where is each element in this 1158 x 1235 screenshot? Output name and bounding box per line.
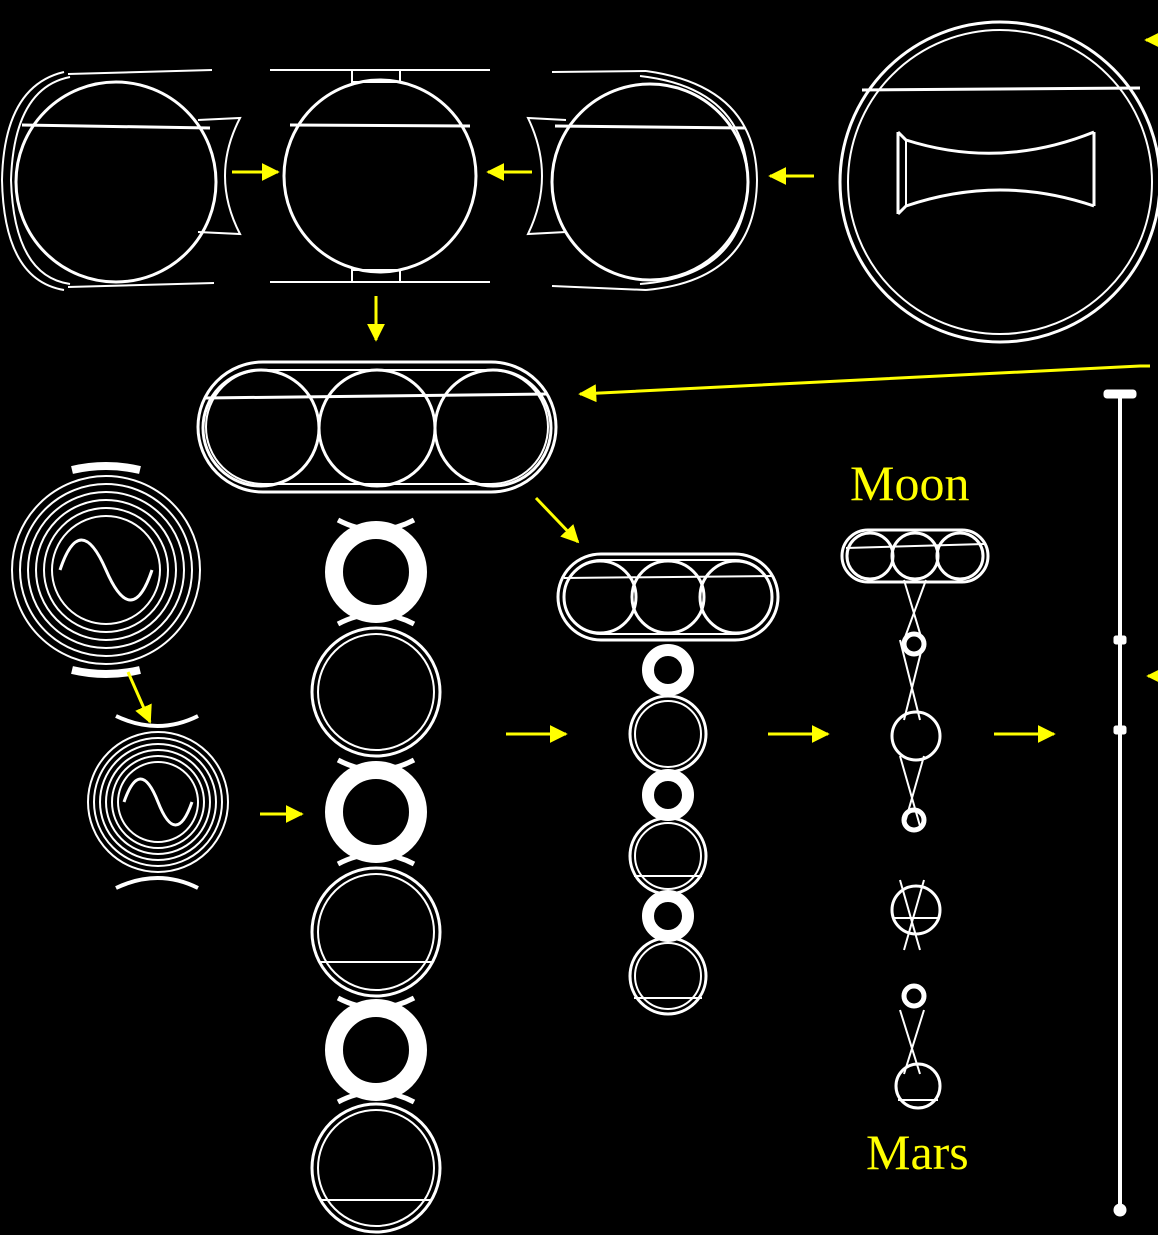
coil-small <box>88 716 228 888</box>
chain-column-2 <box>558 554 778 1014</box>
module-right <box>528 71 757 290</box>
module-left <box>2 70 240 290</box>
coil-large <box>12 466 200 674</box>
return-arrow <box>580 366 1150 394</box>
arrow-triple-to-col2 <box>536 498 578 542</box>
tether <box>1104 390 1136 1216</box>
coil-arrow-down <box>128 672 150 722</box>
moon-label: Moon <box>850 458 969 508</box>
mars-label: Mars <box>866 1127 969 1177</box>
module-detail <box>840 22 1158 342</box>
chain-column-3 <box>842 530 988 1108</box>
chain-column-1 <box>312 520 440 1232</box>
module-center <box>270 70 490 282</box>
top-row-arrows <box>232 172 814 340</box>
triple-module <box>198 362 556 492</box>
